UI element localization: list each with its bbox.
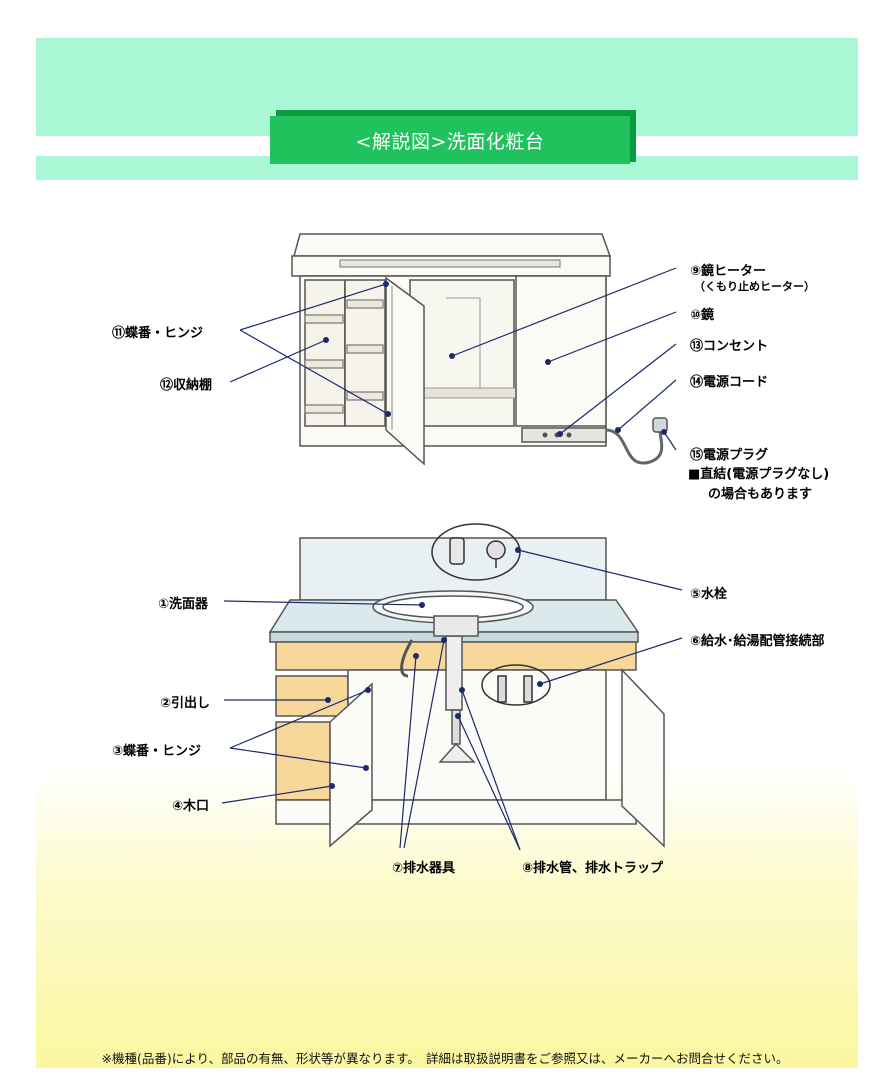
label-outlet: ⑬コンセント — [690, 339, 769, 354]
label-hinge-lower: ③蝶番・ヒンジ — [112, 744, 202, 759]
label-direct-connection: ■直結(電源プラグなし) — [688, 467, 830, 482]
page-title: <解説図>洗面化粧台 — [270, 116, 630, 164]
label-drawer: ②引出し — [160, 696, 211, 711]
label-power-plug: ⑮電源プラグ — [690, 448, 769, 463]
label-mirror: ⑩鏡 — [690, 308, 715, 323]
label-pipe-connection: ⑥給水･給湯配管接続部 — [690, 634, 825, 649]
footnote: ※機種(品番)により、部品の有無、形状等が異なります。 詳細は取扱説明書をご参照… — [101, 1051, 789, 1066]
label-power-cord: ⑭電源コード — [690, 375, 769, 390]
vanity-unit — [268, 537, 665, 848]
label-direct-connection-note: の場合もあります — [708, 487, 813, 502]
label-faucet: ⑤水栓 — [690, 587, 728, 602]
label-drain-pipe-trap: ⑧排水管、排水トラップ — [522, 861, 664, 876]
label-wood-edge: ④木口 — [172, 799, 210, 814]
label-basin: ①洗面器 — [158, 597, 209, 612]
label-mirror-heater: ⑨鏡ヒーター — [690, 264, 767, 279]
mirror-cabinet — [291, 233, 668, 466]
label-mirror-heater-sub: （くもり止めヒーター） — [694, 280, 815, 293]
label-drain-fitting: ⑦排水器具 — [392, 861, 456, 876]
label-shelf: ⑫収納棚 — [160, 378, 213, 393]
label-hinge-upper: ⑪蝶番・ヒンジ — [112, 326, 204, 341]
pipe-callout — [481, 664, 551, 706]
